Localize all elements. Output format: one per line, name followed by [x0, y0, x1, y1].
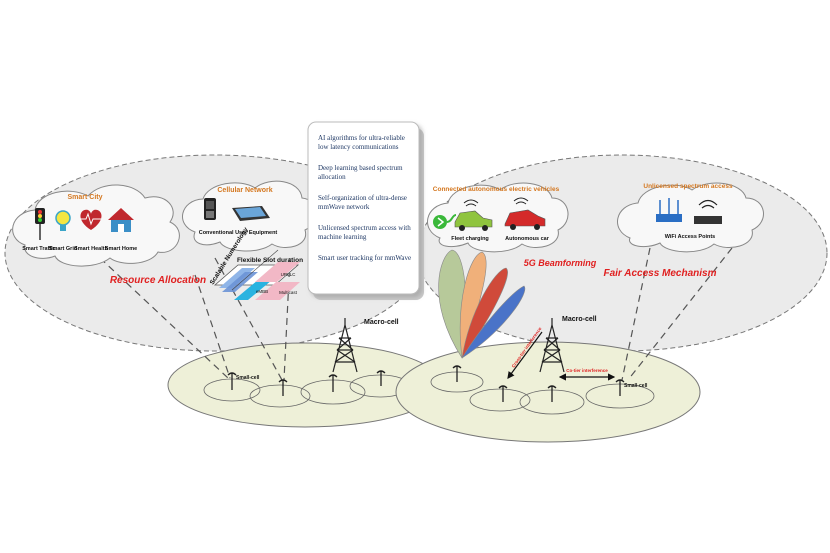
small-cell-antennas — [227, 365, 625, 402]
center-item-3: Unlicensed spectrum access with machine … — [318, 224, 411, 241]
beamforming-label: 5G Beamforming — [524, 258, 597, 268]
co-tier-label: Co-tier interference — [566, 368, 608, 373]
tablet-icon — [232, 206, 270, 221]
smart-city-item-2: Smart Health — [74, 246, 109, 252]
charger-icon — [433, 214, 457, 229]
slot-block-urllc: URLLC — [281, 272, 297, 277]
wifi-router-dark-icon — [694, 199, 722, 224]
smart-city-title: Smart City — [67, 194, 102, 201]
macro-cell-left-label: Macro-cell — [364, 319, 399, 326]
lightbulb-icon — [55, 210, 71, 231]
green-car-icon — [454, 199, 493, 231]
heart-icon — [80, 209, 102, 230]
macro-tower-right — [539, 318, 565, 373]
cellular-title: Cellular Network — [217, 187, 272, 194]
small-cell-left-label: Small-cell — [236, 375, 260, 381]
slot-diagram — [213, 249, 300, 300]
connector-lines — [99, 247, 733, 381]
center-item-4: Smart user tracking for mmWave — [318, 254, 412, 262]
center-item-2: Self-organization of ultra-dense mmWave … — [318, 194, 407, 211]
wifi-ap-label: WiFi Access Points — [665, 234, 715, 240]
cross-tier-arrow — [507, 331, 543, 379]
center-box-list: AI algorithms for ultra-reliable low lat… — [318, 134, 412, 263]
macro-cell-right-label: Macro-cell — [562, 316, 597, 323]
vehicles-title: Connected autonomous electric vehicles — [433, 186, 560, 193]
smart-city-item-0: Smart Traffic — [22, 246, 56, 252]
slot-block-multicast: Multicast — [279, 290, 298, 295]
beamforming-beams — [438, 249, 526, 359]
red-car-icon — [504, 197, 546, 230]
slot-block-embb: eMBB — [256, 289, 268, 294]
unlicensed-title: Unlicensed spectrum access — [643, 183, 733, 190]
smart-city-item-3: Smart Home — [105, 246, 137, 252]
house-icon — [108, 208, 134, 232]
center-item-1: Deep learning based spectrum allocation — [318, 164, 403, 181]
fair-access-label: Fair Access Mechanism — [603, 268, 716, 279]
flexible-slot-label: Flexible Slot duration — [237, 257, 303, 264]
vehicle-item-0: Fleet charging — [451, 236, 489, 242]
vehicle-cloud — [427, 182, 569, 253]
right-macro-cell-area — [395, 341, 701, 443]
wifi-router-blue-icon — [656, 198, 682, 222]
macro-tower-left — [332, 318, 358, 373]
traffic-light-icon — [35, 208, 45, 240]
unlicensed-cloud — [617, 182, 764, 253]
smart-city-item-1: Smart Grid — [49, 246, 77, 252]
resource-allocation-label: Resource Allocation — [110, 275, 206, 286]
center-item-0: AI algorithms for ultra-reliable low lat… — [318, 134, 405, 151]
cellular-equipment: Conventional User Equipment — [199, 230, 278, 236]
vehicle-item-1: Autonomous car — [505, 236, 550, 242]
center-box — [307, 121, 424, 300]
phone-icon — [204, 198, 216, 220]
small-cell-right-label: Small-cell — [624, 383, 648, 389]
